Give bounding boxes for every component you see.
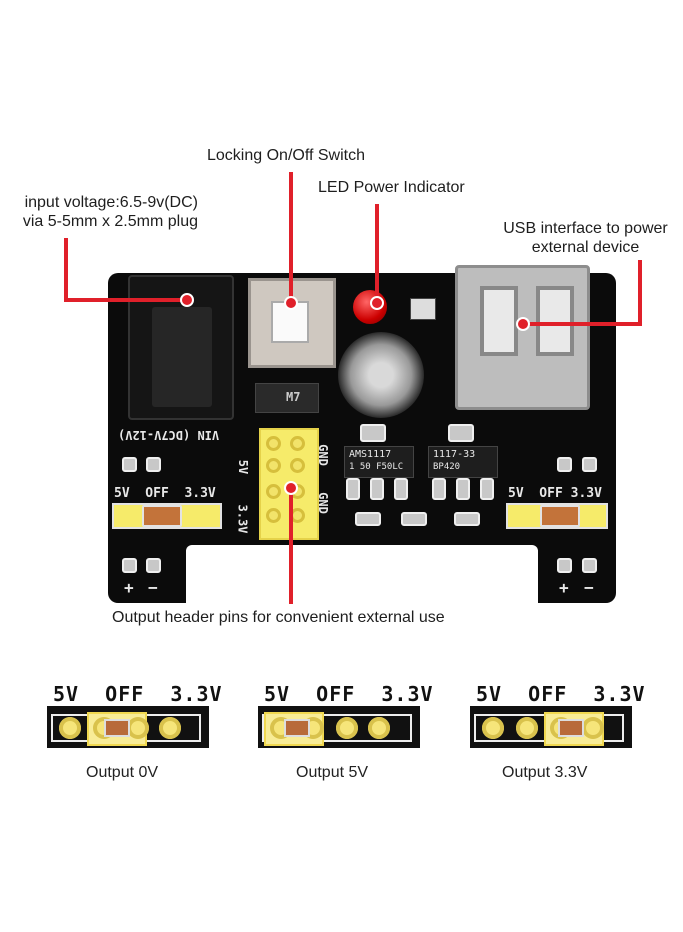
output-panel-0v: 5V OFF 3.3V bbox=[47, 682, 222, 748]
usb-port bbox=[455, 265, 590, 410]
switch-callout: Locking On/Off Switch bbox=[207, 147, 365, 164]
output-caption-5v: Output 5V bbox=[296, 764, 369, 781]
left-plus: + bbox=[124, 578, 134, 597]
regulator1-line1: AMS1117 bbox=[349, 449, 392, 460]
left-top-pad bbox=[122, 457, 137, 472]
output-caption-0v: Output 0V bbox=[86, 764, 159, 781]
header-33v-label: 3.3V bbox=[235, 504, 250, 534]
jumper-cap bbox=[284, 719, 310, 737]
regulator2-line2: BP420 bbox=[433, 462, 461, 472]
jumper-cap bbox=[104, 719, 130, 737]
callout-line-header bbox=[289, 486, 293, 604]
callout-dot-header bbox=[284, 481, 298, 495]
callout-line-usb-h bbox=[522, 322, 642, 326]
reg-tab bbox=[360, 424, 386, 442]
reg-leg bbox=[394, 478, 408, 500]
right-plus: + bbox=[559, 578, 569, 597]
led-resistor bbox=[410, 298, 436, 320]
right-top-pad bbox=[557, 457, 572, 472]
right-bottom-pad bbox=[557, 558, 572, 573]
reg-leg bbox=[480, 478, 494, 500]
header-pin bbox=[290, 458, 305, 473]
header-gnd1-label: GND bbox=[315, 444, 330, 466]
callout-line-switch bbox=[289, 172, 293, 300]
right-jumper-cap bbox=[540, 505, 580, 527]
usb-line2: external device bbox=[531, 239, 640, 256]
header-pin bbox=[290, 436, 305, 451]
header-5v-label: 5V bbox=[236, 459, 251, 475]
right-jumper-label: 5V OFF 3.3V bbox=[508, 486, 602, 501]
header-pins-callout: Output header pins for convenient extern… bbox=[112, 609, 445, 626]
m7-label: M7 bbox=[286, 390, 301, 404]
input-voltage-line1: input voltage:6.5-9v(DC) bbox=[24, 194, 198, 211]
output-panel-label: 5V OFF 3.3V bbox=[476, 682, 646, 706]
left-bottom-pad bbox=[122, 558, 137, 573]
input-voltage-line2: via 5-5mm x 2.5mm plug bbox=[22, 213, 198, 230]
output-panel-label: 5V OFF 3.3V bbox=[264, 682, 434, 706]
vin-label: VIN (DC7V-12V) bbox=[118, 428, 220, 442]
diode-m7: M7 bbox=[255, 383, 319, 413]
header-pin bbox=[266, 458, 281, 473]
reg-tab bbox=[448, 424, 474, 442]
header-pin bbox=[290, 508, 305, 523]
left-bottom-pad bbox=[146, 558, 161, 573]
output-caption-33v: Output 3.3V bbox=[502, 764, 588, 781]
callout-line-input-h bbox=[64, 298, 188, 302]
regulator1-line2: 1 50 F50LC bbox=[349, 462, 404, 472]
output-panel-5v: 5V OFF 3.3V bbox=[258, 682, 433, 748]
left-jumper-cap bbox=[142, 505, 182, 527]
smd-component bbox=[355, 512, 381, 526]
regulator-1117-33: 1117-33 BP420 bbox=[428, 446, 498, 478]
left-top-pad bbox=[146, 457, 161, 472]
reg-leg bbox=[432, 478, 446, 500]
callout-dot-led bbox=[370, 296, 384, 310]
smd-component bbox=[454, 512, 480, 526]
output-panel-33v: 5V OFF 3.3V bbox=[470, 682, 645, 748]
regulator-ams1117: AMS1117 1 50 F50LC bbox=[344, 446, 414, 478]
jumper-cap bbox=[558, 719, 584, 737]
reg-leg bbox=[346, 478, 360, 500]
input-voltage-callout: input voltage:6.5-9v(DC) via 5-5mm x 2.5… bbox=[0, 193, 198, 231]
callout-dot-usb bbox=[516, 317, 530, 331]
left-jumper-label: 5V OFF 3.3V bbox=[114, 486, 216, 501]
regulator2-line1: 1117-33 bbox=[433, 449, 476, 460]
header-pin bbox=[266, 484, 281, 499]
board-notch bbox=[186, 545, 538, 605]
callout-line-usb-v bbox=[638, 260, 642, 326]
callout-dot-input bbox=[180, 293, 194, 307]
output-panel-label: 5V OFF 3.3V bbox=[53, 682, 223, 706]
header-pin bbox=[266, 436, 281, 451]
callout-line-led bbox=[375, 204, 379, 300]
reg-leg bbox=[370, 478, 384, 500]
reg-leg bbox=[456, 478, 470, 500]
usb-line1: USB interface to power bbox=[503, 220, 668, 237]
left-minus: − bbox=[148, 578, 158, 597]
header-gnd2-label: GND bbox=[315, 492, 330, 514]
right-bottom-pad bbox=[582, 558, 597, 573]
callout-dot-switch bbox=[284, 296, 298, 310]
header-pin bbox=[266, 508, 281, 523]
right-top-pad bbox=[582, 457, 597, 472]
usb-callout: USB interface to power external device bbox=[488, 219, 683, 257]
smd-component bbox=[401, 512, 427, 526]
right-minus: − bbox=[584, 578, 594, 597]
callout-line-input-v bbox=[64, 238, 68, 302]
led-callout: LED Power Indicator bbox=[318, 179, 465, 196]
capacitor bbox=[338, 332, 424, 418]
